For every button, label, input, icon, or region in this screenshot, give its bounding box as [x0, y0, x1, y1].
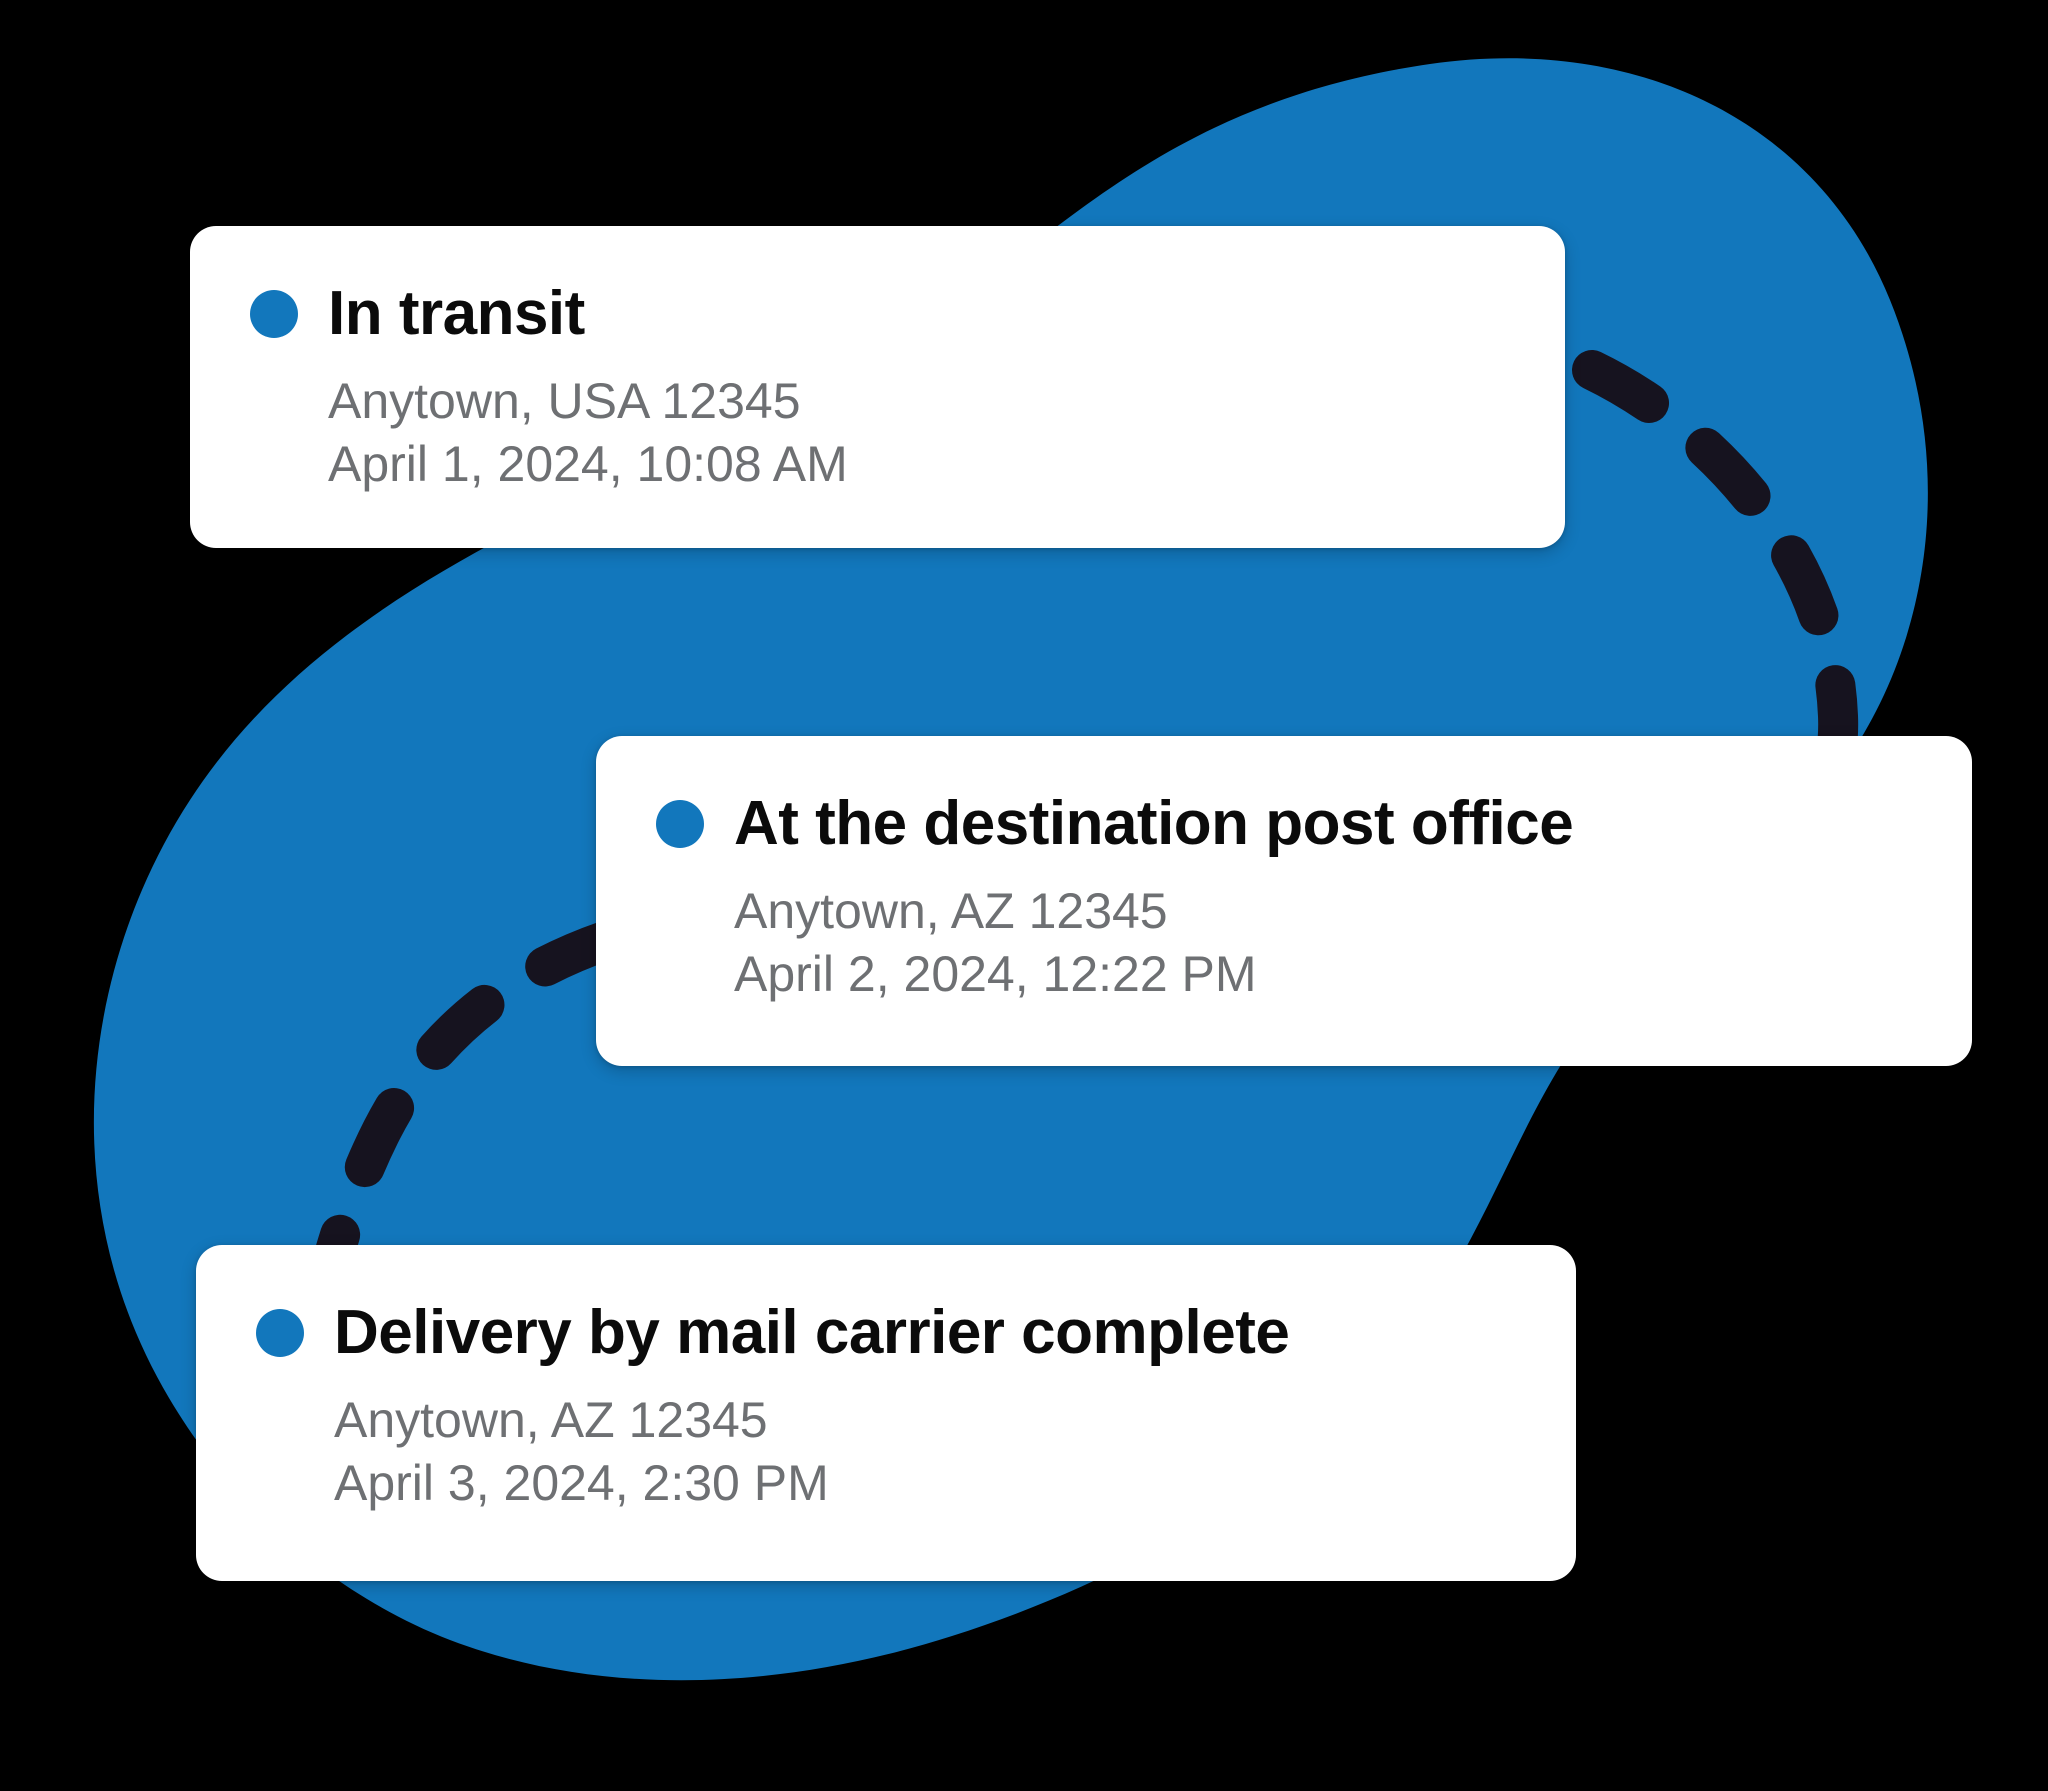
card-header: In transit	[250, 279, 1505, 348]
event-title: At the destination post office	[734, 789, 1574, 858]
tracking-event-card[interactable]: At the destination post office Anytown, …	[596, 736, 1972, 1066]
status-dot-icon	[256, 1309, 304, 1358]
status-dot-icon	[250, 290, 298, 339]
tracking-event-card[interactable]: Delivery by mail carrier complete Anytow…	[196, 1245, 1576, 1581]
tracking-event-card[interactable]: In transit Anytown, USA 12345 April 1, 2…	[190, 226, 1565, 548]
event-timestamp: April 1, 2024, 10:08 AM	[328, 436, 848, 493]
event-location: Anytown, USA 12345	[328, 373, 801, 430]
event-timestamp: April 3, 2024, 2:30 PM	[334, 1455, 829, 1512]
card-header: Delivery by mail carrier complete	[256, 1298, 1516, 1367]
event-title: In transit	[328, 279, 585, 348]
event-timestamp: April 2, 2024, 12:22 PM	[734, 946, 1257, 1003]
event-location: Anytown, AZ 12345	[334, 1392, 768, 1449]
card-header: At the destination post office	[656, 789, 1912, 858]
event-title: Delivery by mail carrier complete	[334, 1298, 1290, 1367]
event-location: Anytown, AZ 12345	[734, 883, 1168, 940]
status-dot-icon	[656, 800, 704, 849]
